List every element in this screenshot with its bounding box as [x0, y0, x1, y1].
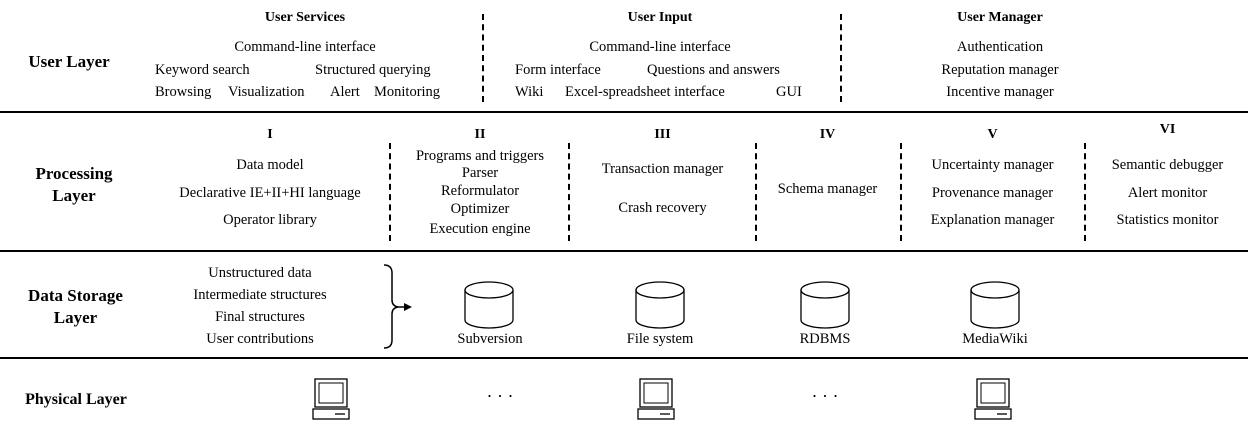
manager-reputation: Reputation manager [941, 62, 1059, 78]
processing-col2-item-2: Reformulator [440, 183, 520, 199]
processing-col2-item-1: Parser [461, 165, 499, 181]
processing-col6-item-0: Semantic debugger [1111, 157, 1224, 173]
ellipsis-2: · · · [811, 386, 839, 406]
services-structured-querying: Structured querying [315, 62, 431, 78]
processing-col3-heading: III [654, 127, 671, 142]
database-cylinder-icon [970, 281, 1020, 329]
user-manager-heading: User Manager [957, 10, 1043, 25]
storage-data-item-2: Final structures [215, 309, 305, 325]
processing-col4-item-0: Schema manager [777, 181, 878, 197]
input-excel-interface: Excel-spreadsheet interface [565, 84, 725, 100]
database-cylinder-icon [635, 281, 685, 329]
storage-label-line2: Layer [53, 308, 98, 327]
physical-layer-label: Physical Layer [25, 391, 127, 408]
store-label-mediawiki: MediaWiki [962, 331, 1028, 347]
input-form-interface: Form interface [515, 62, 601, 78]
services-monitoring: Monitoring [374, 84, 441, 100]
processing-col1-heading: I [267, 127, 273, 142]
processing-col5-item-0: Uncertainty manager [931, 157, 1054, 173]
input-cli: Command-line interface [589, 39, 731, 55]
user-layer-label: User Layer [28, 52, 110, 71]
processing-col5-heading: V [987, 127, 998, 142]
processing-col2-item-3: Optimizer [450, 201, 510, 217]
database-cylinder-icon [464, 281, 514, 329]
processing-layer-label: Processing Layer [14, 163, 134, 207]
processing-col3-item-0: Transaction manager [601, 161, 724, 177]
separator-user-processing [0, 111, 1248, 113]
processing-col4-heading: IV [819, 127, 836, 142]
processing-col3-item-1: Crash recovery [618, 200, 707, 216]
store-label-subversion: Subversion [457, 331, 523, 347]
separator-processing-storage [0, 250, 1248, 252]
user-services-heading: User Services [264, 10, 346, 25]
storage-arrow-icon [398, 303, 412, 311]
processing-divider-2 [568, 143, 570, 241]
computer-icon [312, 378, 350, 420]
ellipsis-1: · · · [486, 386, 514, 406]
services-visualization: Visualization [228, 84, 305, 100]
processing-col5-item-1: Provenance manager [931, 185, 1054, 201]
manager-authentication: Authentication [956, 39, 1044, 55]
storage-layer-label: Data Storage Layer [8, 285, 143, 329]
input-wiki: Wiki [515, 84, 544, 100]
processing-label-line1: Processing [35, 164, 113, 183]
store-label-file-system: File system [626, 331, 694, 347]
storage-label-line1: Data Storage [28, 286, 123, 305]
processing-label-line2: Layer [52, 186, 96, 205]
manager-incentive: Incentive manager [946, 84, 1054, 100]
separator-storage-physical [0, 357, 1248, 359]
processing-col1-item-0: Data model [236, 157, 304, 173]
database-cylinder-icon [800, 281, 850, 329]
storage-brace [383, 264, 399, 349]
processing-col6-item-2: Statistics monitor [1116, 212, 1219, 228]
storage-data-item-3: User contributions [206, 331, 314, 347]
computer-icon [637, 378, 675, 420]
storage-data-item-0: Unstructured data [208, 265, 312, 281]
store-label-rdbms: RDBMS [799, 331, 851, 347]
input-gui: GUI [776, 84, 802, 100]
services-browsing: Browsing [155, 84, 212, 100]
processing-col6-heading: VI [1159, 122, 1176, 137]
processing-divider-5 [1084, 143, 1086, 241]
processing-col2-item-0: Programs and triggers [415, 148, 545, 164]
processing-col6-item-1: Alert monitor [1127, 185, 1208, 201]
storage-data-item-1: Intermediate structures [193, 287, 327, 303]
processing-col2-heading: II [474, 127, 486, 142]
processing-col1-item-1: Declarative IE+II+HI language [179, 185, 361, 201]
processing-col1-item-2: Operator library [223, 212, 317, 228]
processing-col5-item-2: Explanation manager [930, 212, 1055, 228]
processing-divider-1 [389, 143, 391, 241]
computer-icon [974, 378, 1012, 420]
user-divider-1 [482, 14, 484, 102]
processing-divider-3 [755, 143, 757, 241]
processing-col2-item-4: Execution engine [429, 221, 531, 237]
services-alert: Alert [330, 84, 360, 100]
user-input-heading: User Input [627, 10, 693, 25]
input-questions-answers: Questions and answers [647, 62, 780, 78]
services-keyword-search: Keyword search [155, 62, 250, 78]
user-divider-2 [840, 14, 842, 102]
services-cli: Command-line interface [234, 39, 376, 55]
processing-divider-4 [900, 143, 902, 241]
